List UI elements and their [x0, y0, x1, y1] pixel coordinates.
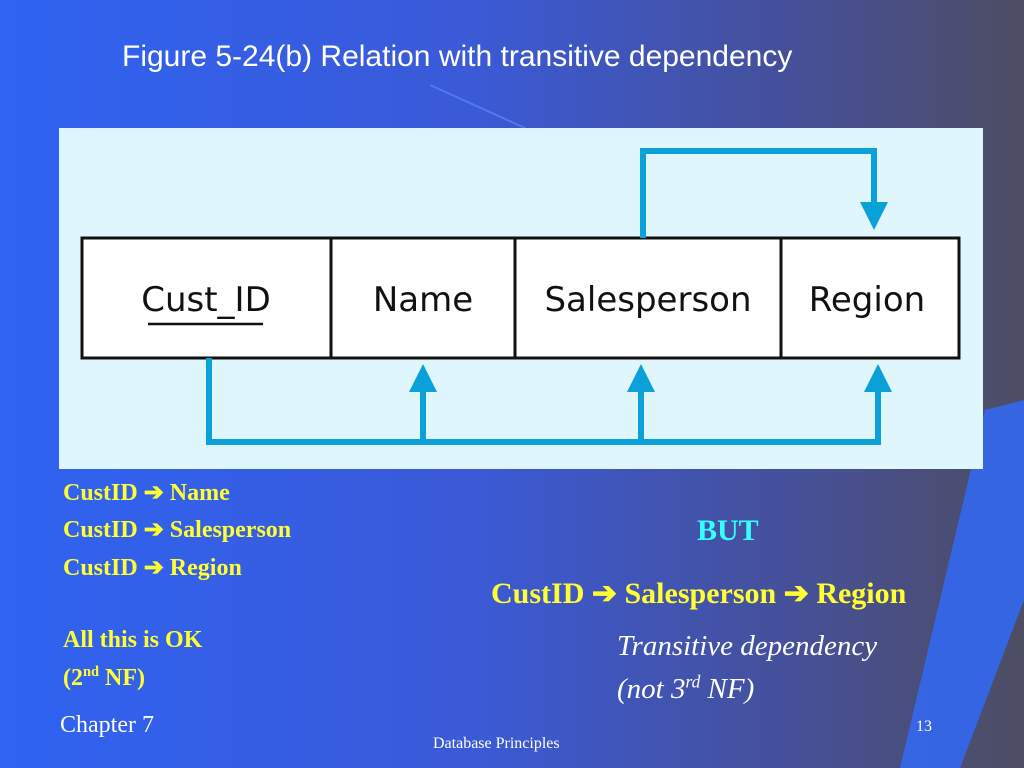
relation-table [80, 236, 961, 360]
arrow-right-icon: ➔ [143, 517, 164, 543]
footer-chapter: Chapter 7 [60, 712, 154, 738]
attribute-salesperson: Salesperson [544, 280, 751, 320]
arrowhead-up-icon [627, 364, 655, 392]
arrow-right-icon: ➔ [783, 577, 809, 610]
dependency-line: CustID ➔ Name [63, 480, 230, 506]
attribute-region: Region [809, 280, 925, 320]
arrowhead-down-icon [860, 202, 888, 230]
dependency-line: CustID ➔ Region [63, 555, 242, 581]
footer-course: Database Principles [433, 735, 560, 752]
transitive-note-line2: (not 3rd NF) [617, 671, 755, 705]
arrow-right-icon: ➔ [143, 555, 164, 581]
arrow-right-icon: ➔ [143, 480, 164, 506]
attribute-cust-id: Cust_ID [141, 280, 271, 320]
transitive-dependency-arrow [640, 148, 877, 238]
functional-dependency-arrows [206, 358, 881, 445]
but-label: BUT [697, 514, 759, 547]
dependency-line: CustID ➔ Salesperson [63, 517, 292, 543]
arrowhead-up-icon [864, 364, 892, 392]
attribute-name: Name [373, 280, 473, 320]
arrowhead-up-icon [409, 364, 437, 392]
transitive-chain: CustID ➔ Salesperson ➔ Region [491, 577, 907, 610]
relation-figure: Cust_ID Name Salesperson Region [59, 128, 983, 469]
ok-note-line1: All this is OK [63, 627, 203, 653]
arrow-right-icon: ➔ [591, 577, 617, 610]
slide-title: Figure 5-24(b) Relation with transitive … [122, 40, 793, 73]
ok-note-line2: (2nd NF) [63, 664, 145, 691]
transitive-note-line1: Transitive dependency [617, 630, 878, 662]
page-number: 13 [916, 718, 932, 735]
